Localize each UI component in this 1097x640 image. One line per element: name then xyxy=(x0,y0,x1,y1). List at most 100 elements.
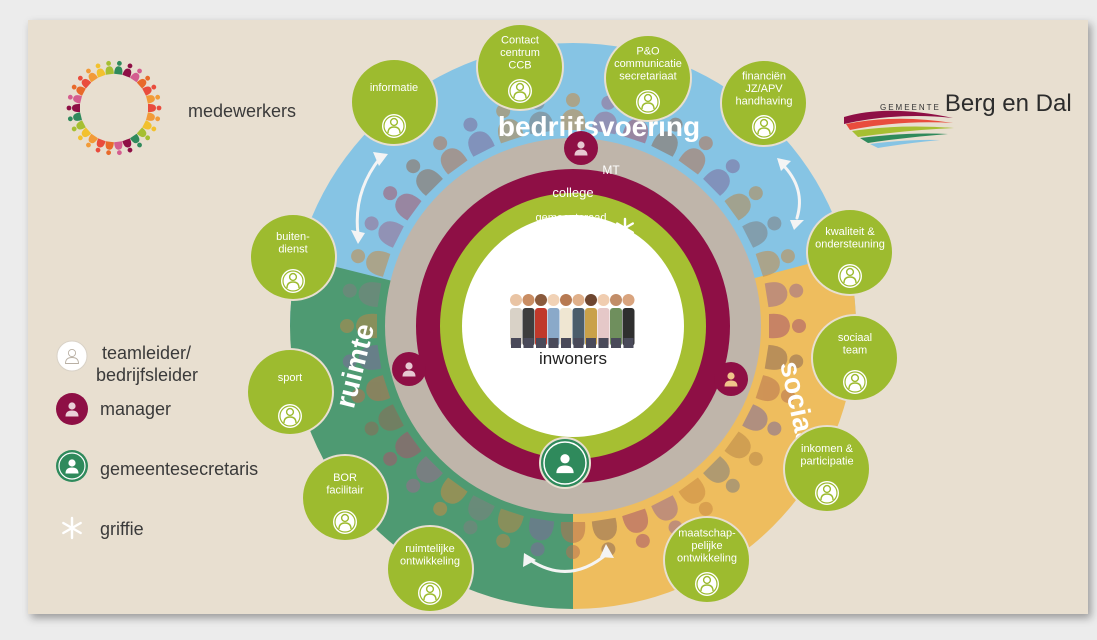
inhabitant-figure xyxy=(535,294,547,348)
inhabitant-figure xyxy=(597,294,610,348)
legend-figure xyxy=(77,75,92,89)
teamleader-icon xyxy=(695,572,719,596)
employee-figure xyxy=(496,508,524,548)
slide: MT college gemeenteraad inwoners bedrijf… xyxy=(28,20,1088,614)
arrow-bedrijfsvoering-sociaal xyxy=(780,162,801,220)
inhabitant-figure xyxy=(560,294,572,348)
team-label: handhaving xyxy=(736,96,793,108)
teamleader-icon xyxy=(843,370,867,394)
team-label: sociaal xyxy=(838,332,872,344)
manager-marker-right xyxy=(714,362,748,396)
legend-employees-label: medewerkers xyxy=(188,101,297,121)
legend-figure xyxy=(136,127,151,141)
logo-name: Berg en Dal xyxy=(944,90,1072,117)
employee-figure xyxy=(678,136,713,175)
employee-figure xyxy=(383,431,422,466)
team-label: financiën xyxy=(742,71,786,83)
employee-figure xyxy=(364,404,404,436)
legend-employees: medewerkers xyxy=(188,100,296,122)
legend-manager-label: manager xyxy=(100,399,172,419)
employee-figure xyxy=(433,477,468,516)
team-circle: buiten-dienst xyxy=(249,213,337,301)
teamleader-icon xyxy=(382,114,406,138)
legend-secretary-icon xyxy=(56,450,88,482)
legend-manager: manager xyxy=(100,398,171,420)
logo-prefix: GEMEENTE xyxy=(880,103,941,112)
legend-griffie-label: griffie xyxy=(100,519,144,539)
team-label: JZ/APV xyxy=(745,83,783,95)
arrow-ruimte-bedrijfsvoering xyxy=(355,156,382,236)
legend-figure xyxy=(86,68,98,83)
legend-figure xyxy=(67,94,82,104)
teamleader-icon xyxy=(636,90,660,114)
team-label: ondersteuning xyxy=(815,238,885,250)
legend-figure xyxy=(122,63,133,78)
employee-figure xyxy=(406,456,443,493)
legend-figure xyxy=(71,120,86,132)
team-label: communicatie xyxy=(614,58,682,70)
employee-figure xyxy=(755,375,795,403)
legend-teamleader-label-2: bedrijfsleider xyxy=(96,365,199,385)
inhabitant-figure xyxy=(610,294,622,348)
employee-figure xyxy=(755,249,795,277)
employee-figure xyxy=(651,117,683,157)
employee-figure xyxy=(764,282,804,308)
team-label: Contact xyxy=(501,35,539,47)
legend-figure xyxy=(67,112,82,122)
team-label: BOR xyxy=(333,472,357,484)
employee-figure xyxy=(351,249,391,277)
teamleader-icon xyxy=(838,264,862,288)
employee-figure xyxy=(463,495,495,535)
legend-figure xyxy=(86,133,98,148)
inhabitant-figure xyxy=(622,294,635,348)
legend-figure xyxy=(142,120,157,132)
mt-label: MT xyxy=(602,163,620,177)
employee-figure xyxy=(340,313,377,339)
employee-figure xyxy=(560,93,586,130)
team-label: buiten- xyxy=(276,231,310,243)
legend-figure xyxy=(130,68,142,83)
team-label: pelijke xyxy=(691,540,722,552)
employee-figure xyxy=(342,282,382,308)
manager-marker-left xyxy=(392,352,426,386)
legend-figure xyxy=(105,60,114,75)
legend-figure xyxy=(114,141,123,156)
teamleader-icon xyxy=(508,79,532,103)
inhabitant-figure xyxy=(510,294,522,348)
legend-figure xyxy=(148,103,162,113)
legend-secretary-label: gemeentesecretaris xyxy=(100,459,259,479)
logo: GEMEENTE Berg en Dal xyxy=(880,90,1072,118)
legend-secretary: gemeentesecretaris xyxy=(100,458,258,480)
employee-figure xyxy=(406,159,443,196)
employee-figure xyxy=(622,508,650,548)
employee-figure xyxy=(383,186,422,221)
employee-figure xyxy=(463,117,495,157)
legend-figure xyxy=(122,138,133,153)
employee-figure xyxy=(724,186,763,221)
team-label: inkomen & xyxy=(801,443,854,455)
inhabitant-figure xyxy=(547,294,560,348)
legend-manager-icon xyxy=(56,393,88,425)
team-circle: sport xyxy=(246,348,334,436)
legend-griffie-asterisk-icon xyxy=(62,516,82,540)
team-label: CCB xyxy=(508,60,531,72)
employee-figure xyxy=(678,477,713,516)
team-circle: kwaliteit &ondersteuning xyxy=(806,208,894,296)
teamleader-icon xyxy=(278,404,302,428)
arrow-heads xyxy=(351,152,804,567)
manager-marker-top xyxy=(564,131,598,165)
employee-figure xyxy=(560,522,586,559)
teamleader-icon xyxy=(418,581,442,605)
legend-teamleader-label-1: teamleider/ xyxy=(102,343,192,363)
team-label: ontwikkeling xyxy=(677,553,737,565)
team-circle: informatie xyxy=(350,58,438,146)
legend-figure xyxy=(66,103,80,113)
employee-figure xyxy=(742,404,782,436)
team-label: centrum xyxy=(500,47,540,59)
employee-figure xyxy=(529,517,555,557)
